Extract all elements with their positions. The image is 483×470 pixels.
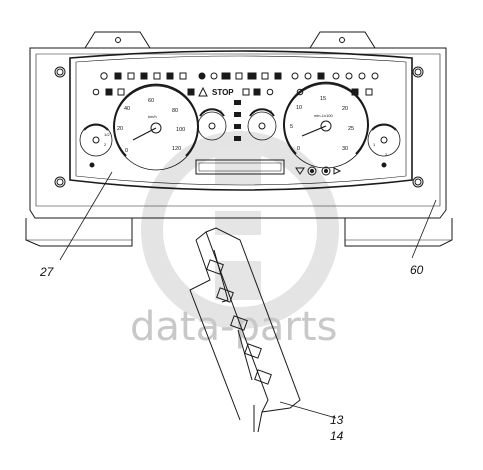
gauge-left-tick: 1/2 xyxy=(104,132,110,137)
tachometer-tick: 20 xyxy=(342,106,348,112)
gauge-center-right-tick: 0 xyxy=(253,109,256,114)
watermark-text: data-parts xyxy=(130,304,337,350)
speedometer-tick: 80 xyxy=(172,108,178,114)
speedometer-tick: 40 xyxy=(124,106,130,112)
tachometer-tick: 15 xyxy=(320,96,326,102)
center-indicators xyxy=(234,100,241,141)
callout-60: 60 xyxy=(410,263,424,277)
speedometer-tick: 0 xyxy=(125,148,128,154)
speedometer-tick: 120 xyxy=(172,146,181,152)
speedometer-unit: km/h xyxy=(148,114,157,119)
callout-27: 27 xyxy=(39,265,55,279)
warning-lamps xyxy=(100,72,379,80)
tachometer xyxy=(283,81,369,169)
tachometer-tick: 30 xyxy=(342,146,348,152)
tachometer-tick: 10 xyxy=(296,105,302,111)
stop-warning-label: STOP xyxy=(212,88,234,97)
callout-13: 13 xyxy=(330,413,344,427)
tachometer-unit: min-1x100 xyxy=(314,113,333,118)
gauge-center-left-tick: 1 xyxy=(220,109,223,114)
gauge-center-right-tick: 8 xyxy=(270,109,273,114)
gauge-left-tick: 2 xyxy=(104,142,107,147)
tachometer-tick: 0 xyxy=(297,146,300,152)
leader-lines xyxy=(59,171,437,419)
gauge-right-tick: 2 xyxy=(385,152,388,157)
tachometer-tick: 5 xyxy=(290,124,293,130)
lcd-display xyxy=(195,159,285,175)
gauge-center-right xyxy=(247,108,277,141)
bottom-indicators xyxy=(89,162,387,176)
switch-panel-side-view xyxy=(189,227,301,433)
gauge-right xyxy=(367,123,401,157)
cluster-face xyxy=(69,50,413,191)
housing xyxy=(25,31,453,247)
gauge-right-tick: 1 xyxy=(373,142,376,147)
speedometer-tick: 100 xyxy=(176,127,185,133)
callout-14: 14 xyxy=(330,429,344,443)
gauge-center-left-tick: 0 xyxy=(203,109,206,114)
gauge-left xyxy=(79,123,113,157)
tachometer-tick: 25 xyxy=(348,126,354,132)
speedometer-tick: 20 xyxy=(117,126,123,132)
gauge-center-left xyxy=(197,108,227,141)
speedometer-tick: 60 xyxy=(148,98,154,104)
